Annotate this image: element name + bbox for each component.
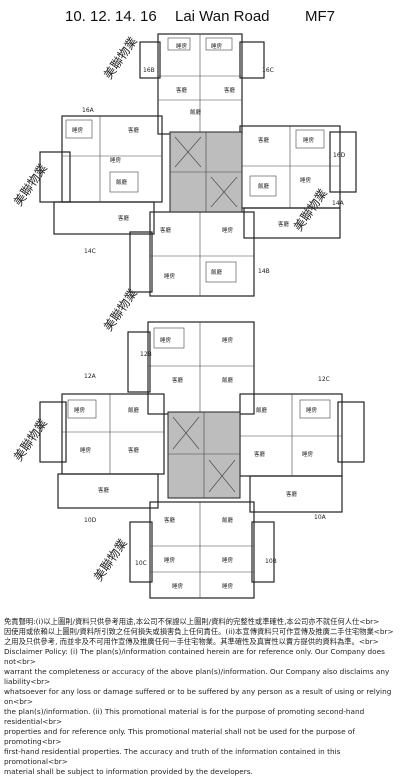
- unit-16c: 16C: [262, 67, 274, 74]
- room-label: 客廳: [128, 126, 140, 134]
- watermark-4: 美聯物業: [101, 286, 140, 333]
- disclaimer-en-line: whatsoever for any loss or damage suffer…: [4, 687, 392, 706]
- room-label: 飯廳: [258, 182, 270, 190]
- disclaimer-zh-line: 免責聲明:(i)以上圖則/資料只供參考用途,本公司不保證以上圖則/資料的完整性或…: [4, 617, 380, 626]
- unit-12a: 12A: [84, 373, 97, 380]
- room-label: 飯廳: [256, 406, 268, 414]
- room-label: 睡房: [222, 336, 234, 344]
- watermark-1: 美聯物業: [101, 34, 140, 81]
- room-label: 睡房: [303, 136, 315, 144]
- disclaimer-en-line: first-hand residential properties. The a…: [4, 747, 341, 766]
- unit-12b: 12B: [140, 351, 152, 358]
- room-label: 客廳: [286, 490, 298, 498]
- unit-12c: 12C: [318, 376, 330, 383]
- upper-tower: [39, 33, 357, 297]
- room-label: 睡房: [74, 406, 86, 414]
- unit-16b: 16B: [143, 67, 155, 74]
- room-label: 飯廳: [222, 516, 234, 524]
- room-label: 客廳: [118, 214, 130, 222]
- room-label: 客廳: [278, 220, 290, 228]
- unit-16a: 16A: [82, 107, 95, 114]
- room-label: 客廳: [224, 86, 236, 94]
- disclaimer-zh-line: 因使用或依賴以上圖則/資料所引致之任何損失或損害負上任何責任。(ii)本宣傳資料…: [4, 627, 394, 636]
- room-label: 客廳: [176, 86, 188, 94]
- disclaimer-en-line: the plan(s)/information. (ii) This promo…: [4, 707, 365, 726]
- watermark-3: 美聯物業: [291, 186, 330, 233]
- room-label: 睡房: [172, 582, 184, 590]
- room-labels: 睡房 睡房 客廳 客廳 飯廳 睡房 客廳 睡房 飯廳 客廳 睡房 客廳 飯廳 睡…: [72, 42, 318, 590]
- room-label: 睡房: [72, 126, 84, 134]
- unit-10d: 10D: [84, 517, 97, 524]
- disclaimer-zh-line: 之用及只供參考, 而並非及不可用作宣傳及推廣任何一手住宅物業。其準確性及真實性以…: [4, 637, 379, 646]
- room-label: 飯廳: [222, 376, 234, 384]
- room-label: 睡房: [222, 556, 234, 564]
- room-label: 飯廳: [128, 406, 140, 414]
- room-label: 客廳: [128, 446, 140, 454]
- unit-10b: 10B: [265, 558, 277, 565]
- room-label: 睡房: [80, 446, 92, 454]
- room-label: 睡房: [164, 556, 176, 564]
- room-label: 睡房: [164, 272, 176, 280]
- unit-14b: 14B: [258, 268, 270, 275]
- room-label: 睡房: [110, 156, 122, 164]
- building-name: Lai Wan Road: [175, 8, 270, 25]
- watermark-5: 美聯物業: [11, 416, 50, 463]
- room-label: 睡房: [160, 336, 172, 344]
- unit-10c: 10C: [135, 560, 147, 567]
- room-label: 睡房: [300, 176, 312, 184]
- room-label: 客廳: [172, 376, 184, 384]
- floor-plan: 美聯物業 美聯物業 美聯物業 美聯物業 美聯物業 美聯物業: [11, 33, 365, 599]
- room-label: 客廳: [160, 226, 172, 234]
- unit-16d: 16D: [333, 152, 346, 159]
- room-label: 睡房: [222, 226, 234, 234]
- lower-tower: [39, 321, 365, 599]
- room-label: 睡房: [222, 582, 234, 590]
- room-label: 飯廳: [116, 178, 128, 186]
- room-label: 飯廳: [190, 108, 202, 116]
- room-label: 睡房: [211, 42, 223, 50]
- room-label: 客廳: [254, 450, 266, 458]
- plan-code: MF7: [305, 8, 335, 25]
- room-label: 飯廳: [211, 268, 223, 276]
- room-label: 客廳: [98, 486, 110, 494]
- unit-10a: 10A: [314, 514, 327, 521]
- room-label: 睡房: [176, 42, 188, 50]
- disclaimer-en-line: material shall be subject to information…: [4, 767, 253, 776]
- room-label: 客廳: [164, 516, 176, 524]
- disclaimer-en-line: Disclaimer Policy: (i) The plan(s)/infor…: [4, 647, 385, 666]
- unit-14a: 14A: [332, 200, 345, 207]
- watermarks: 美聯物業 美聯物業 美聯物業 美聯物業 美聯物業 美聯物業: [11, 34, 330, 583]
- disclaimer-en-line: warrant the completeness or accuracy of …: [4, 667, 390, 686]
- unit-14c: 14C: [84, 248, 96, 255]
- room-label: 客廳: [258, 136, 270, 144]
- room-label: 睡房: [306, 406, 318, 414]
- unit-labels: 16B 16C 16A 16D 14A 14C 14B 12B 12A 12C …: [82, 67, 346, 567]
- watermark-6: 美聯物業: [91, 536, 130, 583]
- room-label: 睡房: [302, 450, 314, 458]
- disclaimer: 免責聲明:(i)以上圖則/資料只供參考用途,本公司不保證以上圖則/資料的完整性或…: [4, 617, 400, 777]
- floor-numbers: 10. 12. 14. 16: [65, 8, 157, 25]
- disclaimer-en-line: properties and for reference only. This …: [4, 727, 355, 746]
